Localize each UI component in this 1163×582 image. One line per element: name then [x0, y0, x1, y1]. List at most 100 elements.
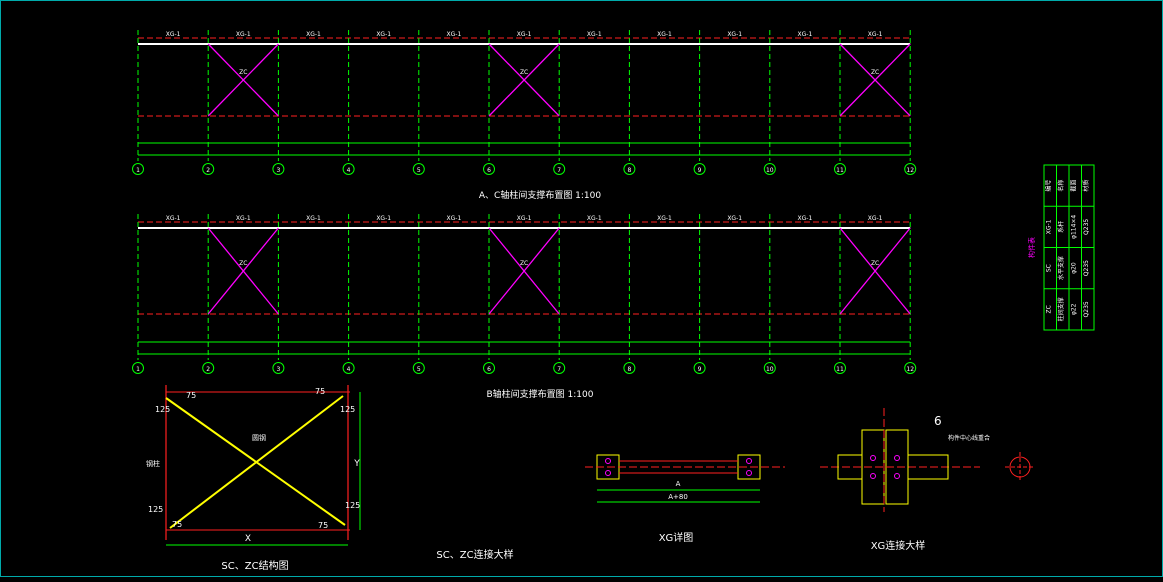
axis-label: 4 — [347, 167, 351, 174]
weld-symbol: 6 — [934, 414, 942, 428]
axis-label: 5 — [417, 167, 421, 174]
axis-label: 5 — [417, 366, 421, 373]
brace-label: ZC — [520, 69, 528, 76]
beam-label: XG-1 — [447, 31, 462, 38]
brace-diagonal-b — [169, 395, 344, 529]
brace-label: ZC — [871, 69, 879, 76]
dim-125-c: 125 — [148, 505, 163, 514]
detail-xg-title: XG详图 — [659, 531, 694, 544]
axis-label: 9 — [698, 366, 702, 373]
beam-label: XG-1 — [306, 215, 321, 222]
label-column: 钢柱 — [146, 459, 160, 468]
table-cell: 柱间支撑 — [1057, 297, 1065, 321]
brace-label: ZC — [871, 260, 879, 267]
axis-bubble — [553, 163, 566, 175]
axis-bubble — [412, 362, 425, 374]
brace-diagonal-a — [165, 397, 346, 526]
axis-bubble — [272, 362, 285, 374]
beam-label: XG-1 — [727, 31, 742, 38]
beam-label: XG-1 — [587, 31, 602, 38]
axis-bubble — [904, 362, 917, 374]
brace-line — [839, 43, 911, 117]
beam-label: XG-1 — [727, 215, 742, 222]
table-cell: ZC — [1045, 305, 1052, 313]
plan-title-bottom: B轴柱间支撑布置图 1:100 — [487, 388, 594, 400]
table-cell: 水平支撑 — [1057, 256, 1065, 280]
axis-bubble — [623, 163, 636, 175]
beam-label: XG-1 — [236, 31, 251, 38]
dim-75-d: 75 — [318, 521, 328, 530]
detail-xg-drawing — [585, 454, 785, 503]
plan-bottom: 1XG-12XG-13XG-14XG-15XG-16XG-17XG-18XG-1… — [132, 214, 917, 374]
table-cell: 名称 — [1057, 180, 1065, 192]
brace-line — [207, 43, 279, 117]
axis-bubble — [553, 362, 566, 374]
axis-label: 1 — [136, 167, 140, 174]
table-cell: 编号 — [1044, 180, 1052, 192]
plan-top: 1 XG-1 2 XG-1 3 XG-1 4 XG-1 5 XG-1 6 XG-1 7 XG-1 8 XG-1… — [132, 30, 917, 175]
dim-75-b: 75 — [315, 387, 325, 396]
plan-title-top: A、C轴柱间支撑布置图 1:100 — [479, 189, 602, 201]
axis-label: 11 — [836, 366, 844, 373]
detail-sc-title: SC、ZC结构图 — [221, 559, 288, 572]
beam-label: XG-1 — [376, 215, 391, 222]
axis-bubble — [763, 362, 776, 374]
table-cell: XG-1 — [1045, 219, 1052, 234]
brace-label: ZC — [239, 69, 247, 76]
label-brace: 圆钢 — [252, 433, 266, 442]
brace-label: ZC — [239, 260, 247, 267]
axis-label: 6 — [487, 167, 491, 174]
brace-line — [207, 227, 279, 315]
axis-label: 4 — [347, 366, 351, 373]
axis-label: 7 — [557, 366, 561, 373]
beam-label: XG-1 — [306, 31, 321, 38]
dim-75-c: 75 — [172, 520, 182, 529]
axis-label: 3 — [276, 366, 280, 373]
axis-label: 1 — [136, 366, 140, 373]
beam-label: XG-1 — [376, 31, 391, 38]
axis-bubble — [483, 163, 495, 175]
axis-label: 10 — [766, 366, 774, 373]
axis-bubble — [483, 362, 495, 374]
detail-xg-joint-drawing — [820, 408, 1035, 512]
beam-label: XG-1 — [447, 215, 462, 222]
component-table: 编号XG-1SCZC名称系杆水平支撑柱间支撑截面φ114×4φ20φ22材质Q2… — [1027, 164, 1095, 331]
beam-label: XG-1 — [868, 31, 883, 38]
brace-line — [488, 43, 560, 117]
axis-bubble — [342, 163, 355, 175]
table-cell: 系杆 — [1057, 221, 1065, 233]
axis-label: 9 — [698, 167, 702, 174]
table-title: 构件表 — [1027, 237, 1036, 258]
table-cell: 截面 — [1069, 180, 1077, 192]
table-cell: Q235 — [1083, 301, 1090, 317]
axis-label: 2 — [206, 167, 210, 174]
beam-label: XG-1 — [166, 31, 181, 38]
table-cell: φ22 — [1070, 303, 1077, 315]
table-cell: φ114×4 — [1070, 215, 1077, 239]
axis-bubble — [623, 362, 636, 374]
axis-bubble — [132, 163, 144, 175]
axis-bubble — [132, 362, 144, 374]
detail-xg-joint-title: XG连接大样 — [871, 539, 926, 552]
axis-label: 3 — [276, 167, 280, 174]
beam-label: XG-1 — [657, 31, 672, 38]
beam-label: XG-1 — [587, 215, 602, 222]
axis-bubble — [693, 163, 706, 175]
beam-label: XG-1 — [657, 215, 672, 222]
axis-label: 7 — [557, 167, 561, 174]
table-cell: 材质 — [1082, 180, 1090, 192]
dim-75-a: 75 — [186, 391, 196, 400]
axis-bubble — [693, 362, 706, 374]
beam-label: XG-1 — [798, 31, 813, 38]
brace-line — [839, 227, 911, 315]
beam-label: XG-1 — [868, 215, 883, 222]
table-cell: SC — [1045, 264, 1052, 272]
axis-label: 8 — [627, 167, 631, 174]
axis-bubble — [272, 163, 285, 175]
table-cell: Q235 — [1083, 219, 1090, 235]
axis-bubble — [834, 362, 846, 374]
dim-125-a: 125 — [155, 405, 170, 414]
beam-label: XG-1 — [517, 215, 532, 222]
